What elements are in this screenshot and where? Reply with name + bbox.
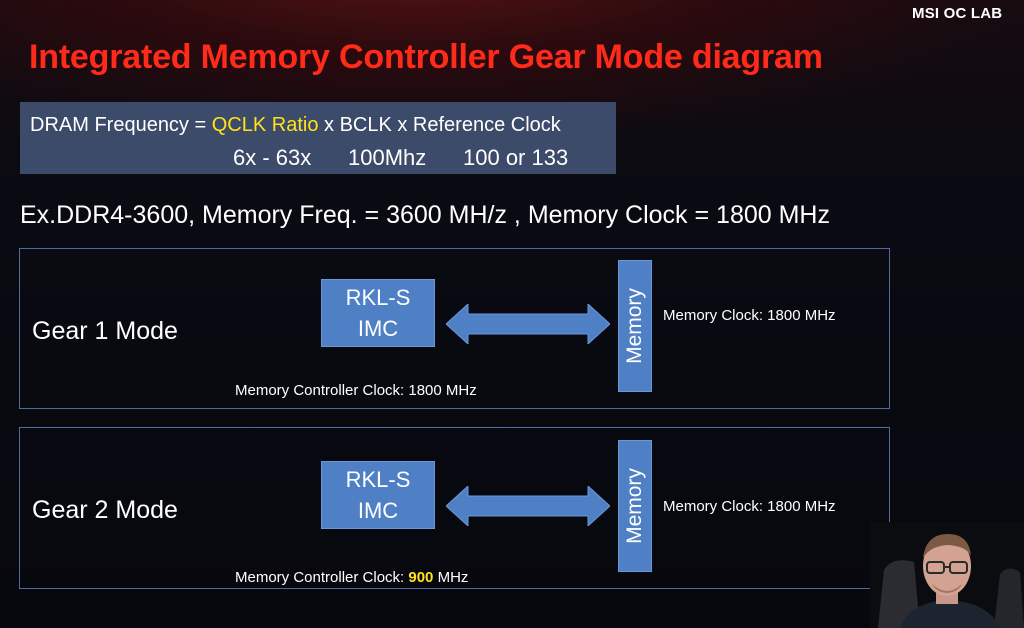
gear2-memory-clock: Memory Clock: 1800 MHz — [663, 498, 836, 515]
gear2-imc-line2: IMC — [357, 498, 399, 523]
example-text: Ex.DDR4-3600, Memory Freq. = 3600 MH/z ,… — [20, 201, 830, 229]
gear1-panel: Gear 1 Mode RKL-S IMC Memory Memory Cloc… — [19, 248, 890, 409]
formula-ref-clock-value: 100 or 133 — [463, 145, 569, 170]
channel-brand: MSI OC LAB — [912, 5, 1003, 22]
formula-prefix: DRAM Frequency = — [30, 114, 212, 136]
gear1-controller-clock-unit: MHz — [441, 382, 477, 399]
gear2-imc-box: RKL-S IMC — [321, 461, 435, 529]
gear1-memory-clock: Memory Clock: 1800 MHz — [663, 307, 836, 324]
gear2-bidirectional-arrow — [446, 486, 610, 526]
formula-suffix: x BCLK x Reference Clock — [318, 114, 561, 136]
gear2-memory-box: Memory — [618, 440, 652, 572]
gear1-controller-clock-value: 1800 — [408, 382, 442, 399]
gear1-controller-clock: Memory Controller Clock: 1800 MHz — [235, 382, 477, 399]
gear2-imc-line1: RKL-S — [345, 467, 411, 492]
gear1-imc-box: RKL-S IMC — [321, 279, 435, 347]
gear2-mode-label: Gear 2 Mode — [32, 496, 178, 524]
gear1-mode-label: Gear 1 Mode — [32, 317, 178, 345]
gear1-memory-box: Memory — [618, 260, 652, 392]
gear2-controller-clock-unit: MHz — [433, 569, 469, 586]
gear2-memory-label: Memory — [623, 468, 646, 544]
gear2-panel: Gear 2 Mode RKL-S IMC Memory Memory Cloc… — [19, 427, 890, 589]
formula-ratio-range: 6x - 63x — [233, 145, 312, 170]
gear2-controller-clock-prefix: Memory Controller Clock: — [235, 569, 409, 586]
presenter-webcam — [870, 522, 1024, 628]
slide-title: Integrated Memory Controller Gear Mode d… — [29, 38, 823, 76]
gear1-imc-line1: RKL-S — [345, 285, 411, 310]
gear1-controller-clock-prefix: Memory Controller Clock: — [235, 382, 409, 399]
formula-equation: DRAM Frequency = QCLK Ratio x BCLK x Ref… — [30, 114, 561, 137]
gear1-imc-line2: IMC — [357, 316, 399, 341]
gear1-memory-label: Memory — [623, 288, 646, 364]
gear1-bidirectional-arrow — [446, 304, 610, 344]
gear2-controller-clock-value: 900 — [408, 569, 434, 586]
formula-highlight-qclk: QCLK Ratio — [211, 114, 319, 136]
formula-bclk-value: 100Mhz — [348, 145, 427, 170]
formula-box — [20, 102, 616, 174]
gear2-controller-clock: Memory Controller Clock: 900 MHz — [235, 569, 468, 586]
